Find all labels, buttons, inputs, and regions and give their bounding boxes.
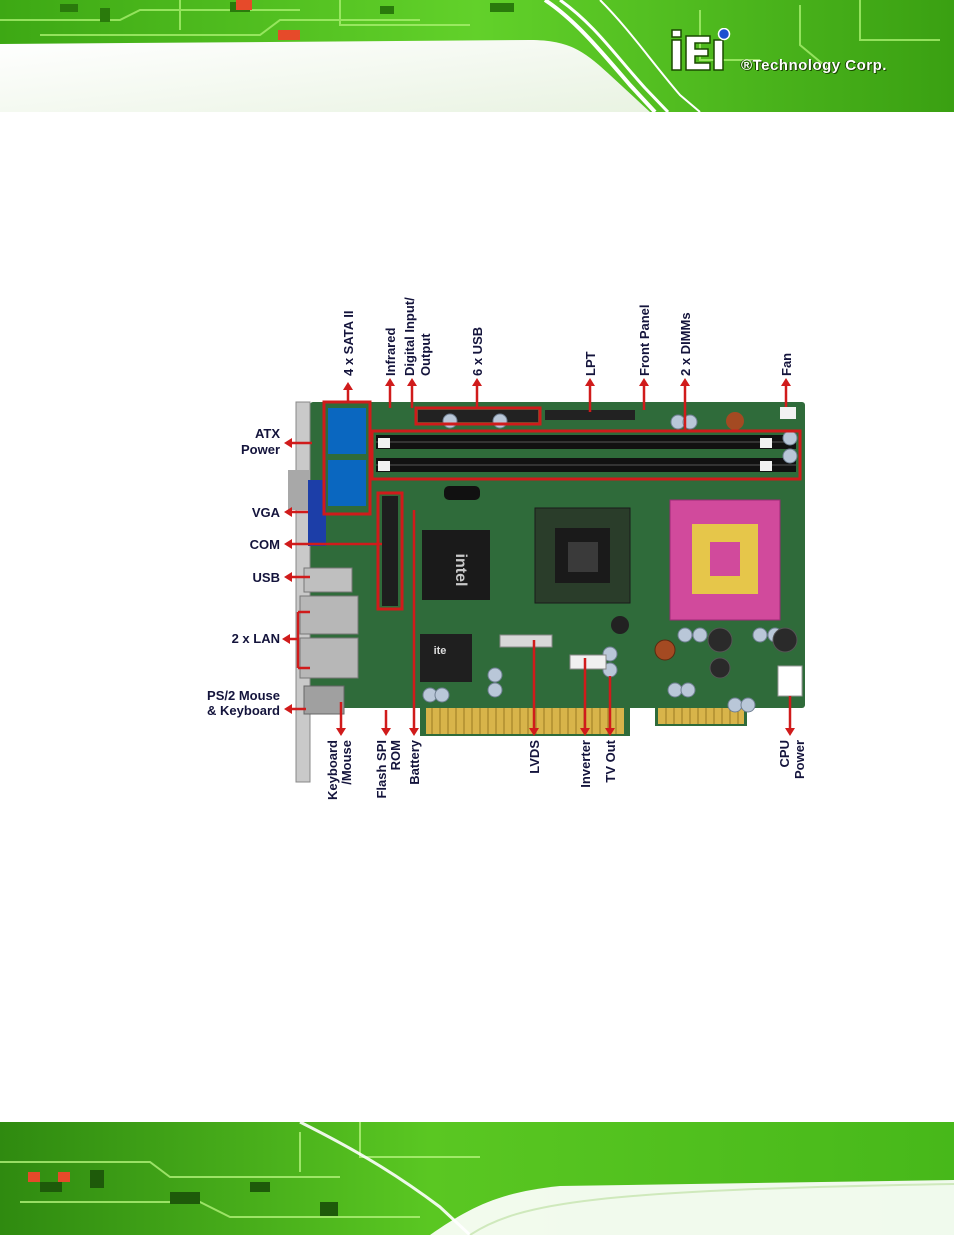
label-ps2-mouse: PS/2 Mouse bbox=[207, 688, 280, 703]
label-keyboard: Keyboard bbox=[325, 740, 340, 800]
motherboard-figure: intel ite bbox=[200, 290, 820, 800]
label-cpu-power: Power bbox=[792, 740, 807, 779]
label-digital-io: Digital Input/ bbox=[402, 297, 417, 376]
label-com: COM bbox=[250, 537, 280, 552]
label-2x-dimms: 2 x DIMMs bbox=[678, 312, 693, 376]
label-infrared: Infrared bbox=[383, 328, 398, 376]
label-and-keyboard: & Keyboard bbox=[207, 703, 280, 718]
label-cpu: CPU bbox=[777, 740, 792, 767]
label-vga: VGA bbox=[252, 505, 281, 520]
label-atx: ATX bbox=[255, 426, 280, 441]
board-diagram: intel ite bbox=[200, 290, 820, 800]
label-6x-usb: 6 x USB bbox=[470, 327, 485, 376]
board-pcb: intel ite bbox=[288, 402, 805, 782]
label-tv-out: TV Out bbox=[603, 739, 618, 782]
label-digital-io-output: Output bbox=[418, 333, 433, 376]
label-front-panel: Front Panel bbox=[637, 304, 652, 376]
pcb-background-art-bottom bbox=[0, 1122, 954, 1235]
label-inverter: Inverter bbox=[578, 740, 593, 788]
label-flash-spi: Flash SPI bbox=[374, 740, 389, 799]
label-mouse: /Mouse bbox=[339, 740, 354, 785]
label-battery: Battery bbox=[407, 739, 422, 785]
label-4x-sata: 4 x SATA II bbox=[341, 311, 356, 377]
footer-pcb-banner bbox=[0, 1122, 954, 1235]
ite-chip bbox=[420, 634, 472, 682]
label-rom: ROM bbox=[388, 740, 403, 770]
label-lvds: LVDS bbox=[527, 740, 542, 774]
brand-text: ®Technology Corp. bbox=[741, 57, 887, 74]
label-atx-power: Power bbox=[241, 442, 280, 457]
ite-chip-label: ite bbox=[434, 645, 447, 657]
label-2x-lan: 2 x LAN bbox=[232, 631, 280, 646]
label-fan: Fan bbox=[779, 353, 794, 376]
label-lpt: LPT bbox=[583, 351, 598, 376]
label-usb: USB bbox=[253, 570, 280, 585]
intel-chip-label: intel bbox=[452, 554, 469, 587]
